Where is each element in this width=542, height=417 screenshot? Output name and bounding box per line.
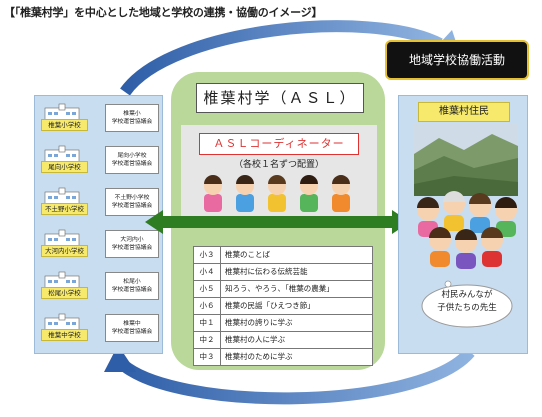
school-name: 椎葉小学校 [41,119,88,131]
content-cell: 椎葉村に伝わる伝統芸能 [225,267,308,276]
grade-cell: 小３ [194,247,221,263]
person-icon [429,227,451,267]
coordinator-subtitle: （各校１名ずつ配置） [233,160,324,170]
person-icon [236,175,254,212]
school-name: 尾向小学校 [41,161,88,173]
school-name: 大河内小学校 [41,245,88,257]
asl-title: 椎葉村学（ＡＳＬ） [196,83,364,113]
table-row: 小３ 椎葉のことば [193,246,373,264]
person-icon [204,175,222,212]
bottom-cycle-arrowhead [104,345,136,372]
council-label: 松尾小学校運営協議会 [105,272,159,300]
table-row: 小６ 椎葉の民謡「ひえつき節」 [193,298,373,315]
content-cell: 椎葉村の誇りに学ぶ [225,318,293,327]
residents-title: 椎葉村住民 [418,102,510,122]
table-row: 中２ 椎葉村の人に学ぶ [193,332,373,349]
person-icon [332,175,350,212]
content-cell: 椎葉のことば [225,250,270,259]
page-title: 【「椎葉村学」を中心とした地域と学校の連携・協働のイメージ】 [4,6,323,19]
grade-cell: 小６ [194,298,221,314]
table-row: 小４ 椎葉村に伝わる伝統芸能 [193,264,373,281]
thought-bubble [421,280,513,328]
bottom-cycle-arrow [115,347,475,405]
residents-crowd-illustration [417,191,517,269]
grade-cell: 中３ [194,349,221,365]
coordinator-people-illustration [204,175,350,212]
school-row: 尾向小学校 尾向小学校学校運営協議会 [41,144,159,174]
bubble-text: 村民みんなが 子供たちの先生 [437,290,497,313]
grade-cell: 中２ [194,332,221,348]
grade-cell: 小４ [194,264,221,280]
council-label: 不土野小学校学校運営協議会 [105,188,159,216]
council-label: 尾向小学校学校運営協議会 [105,146,159,174]
content-cell: 椎葉の民謡「ひえつき節」 [225,301,315,310]
table-row: 中１ 椎葉村の誇りに学ぶ [193,315,373,332]
person-icon [417,197,439,237]
table-row: 小５ 知ろう、やろう、「椎葉の農業」 [193,281,373,298]
person-icon [443,191,465,231]
school-row: 椎葉小学校 椎葉小学校運営協議会 [41,102,159,132]
school-name: 椎葉中学校 [41,329,88,341]
school-panel: 椎葉小学校 椎葉小学校運営協議会 尾向小学校 尾向小学校学校運営協議会 不土野小… [34,95,163,354]
top-cycle-arrow [120,20,443,96]
council-label: 椎葉小学校運営協議会 [105,104,159,132]
school-name: 松尾小学校 [41,287,88,299]
grade-cell: 小５ [194,281,221,297]
person-icon [455,229,477,269]
council-label: 椎葉中学校運営協議会 [105,314,159,342]
village-landscape-photo [414,124,518,196]
council-label: 大河内小学校運営協議会 [105,230,159,258]
coordinator-title: ＡＳＬコーディネーター [199,133,359,155]
grade-cell: 中１ [194,315,221,331]
content-cell: 椎葉村のために学ぶ [225,352,293,361]
person-icon [268,175,286,212]
person-icon [300,175,318,212]
school-row: 松尾小学校 松尾小学校運営協議会 [41,270,159,300]
person-icon [469,193,491,233]
community-school-activity-label: 地域学校協働活動 [385,40,529,80]
content-cell: 椎葉村の人に学ぶ [225,335,285,344]
person-icon [481,227,503,267]
subjects-table: 小３ 椎葉のことば 小４ 椎葉村に伝わる伝統芸能 小５ 知ろう、やろう、「椎葉の農業」… [193,246,373,366]
school-name: 不土野小学校 [41,203,88,215]
school-row: 大河内小学校 大河内小学校運営協議会 [41,228,159,258]
content-cell: 知ろう、やろう、「椎葉の農業」 [225,284,334,293]
school-row: 不土野小学校 不土野小学校学校運営協議会 [41,186,159,216]
table-row: 中３ 椎葉村のために学ぶ [193,349,373,366]
school-row: 椎葉中学校 椎葉中学校運営協議会 [41,312,159,342]
double-headed-arrow [145,210,410,234]
